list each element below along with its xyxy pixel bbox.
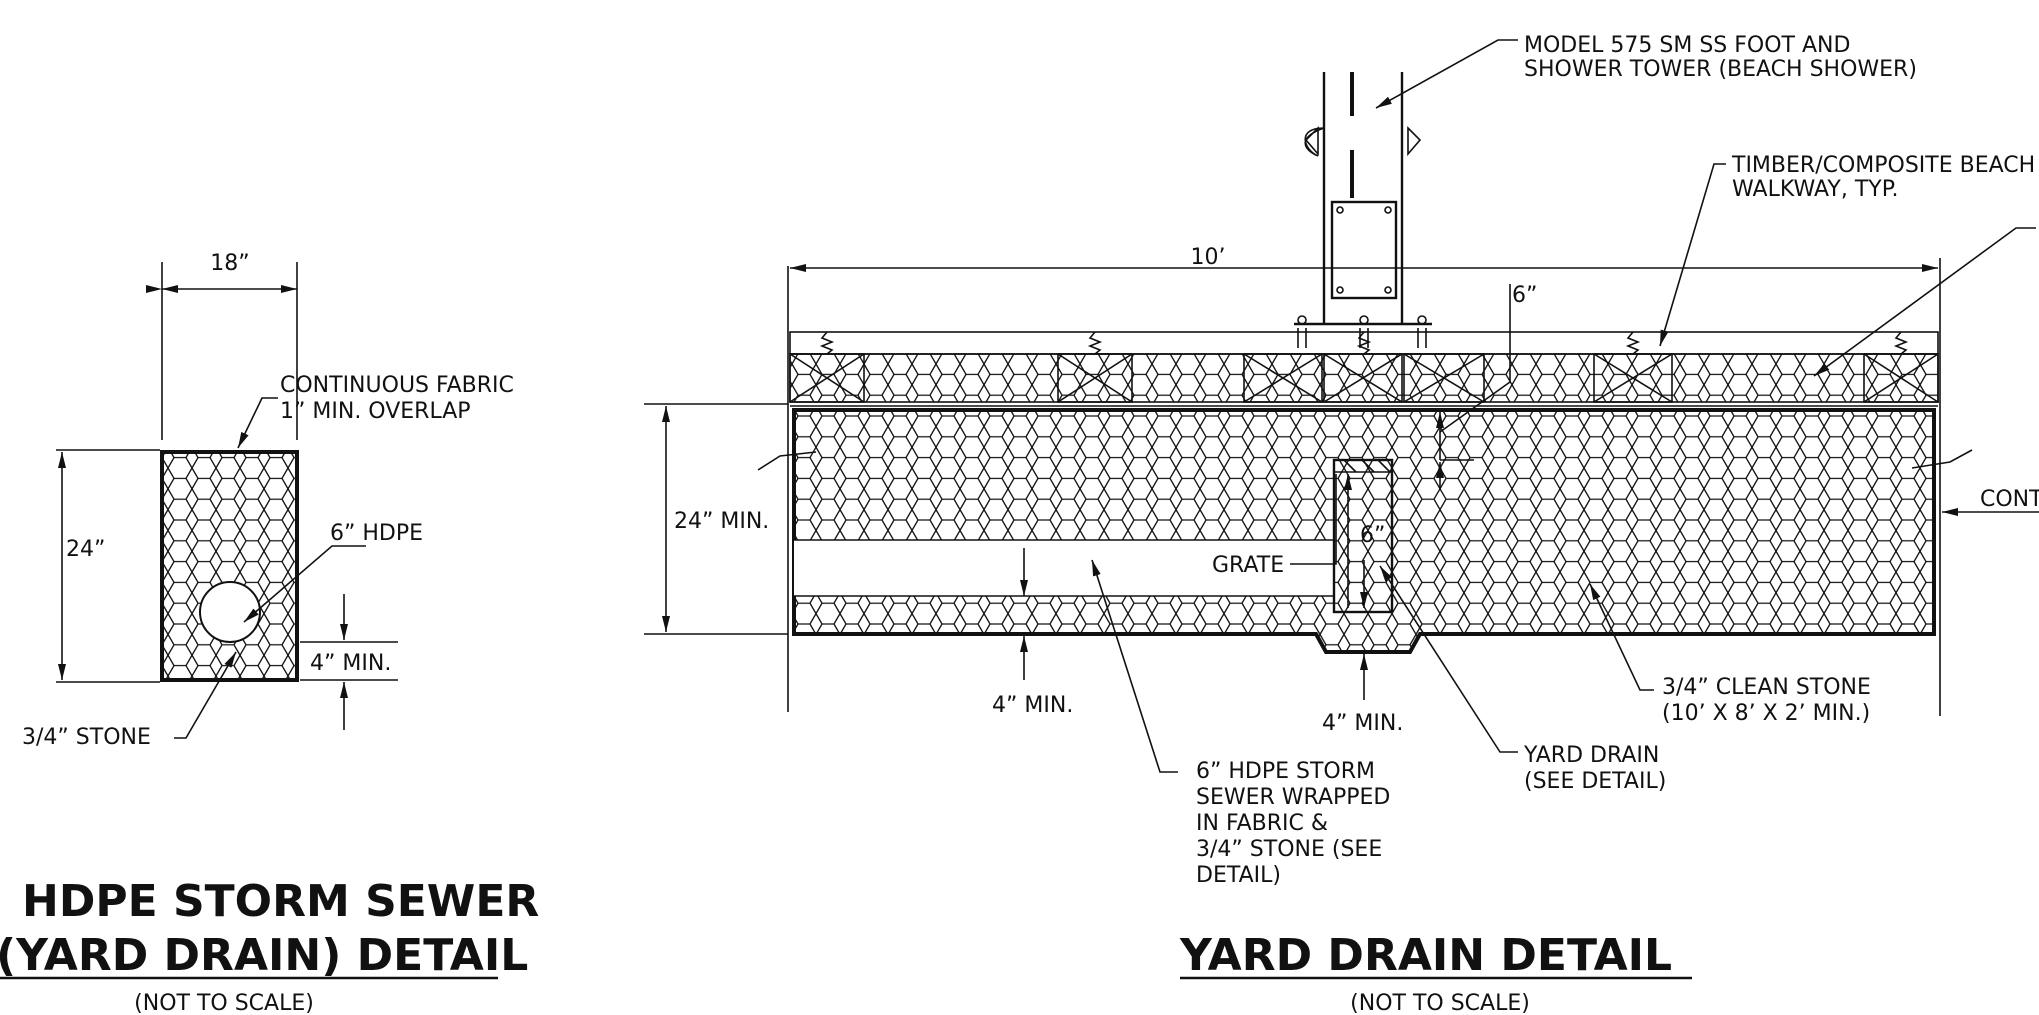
timber-walkway xyxy=(789,331,1939,403)
grate-callout: GRATE xyxy=(1212,474,1337,578)
sewer-label-line3: IN FABRIC & xyxy=(1196,811,1328,836)
drain-callout: YARD DRAIN (SEE DETAIL) xyxy=(1379,565,1666,794)
dim-width: 18” xyxy=(146,251,298,440)
sewer-label-line4: 3/4” STONE (SEE xyxy=(1196,837,1382,862)
left-title-line2: (YARD DRAIN) DETAIL xyxy=(0,930,528,981)
drain-label-line1: YARD DRAIN xyxy=(1523,743,1659,768)
fabric-wrap xyxy=(160,450,299,682)
cont-callout: CONT xyxy=(1942,487,2039,516)
min-cover-label: 4” MIN. xyxy=(310,651,391,676)
dim-six-top: 6” xyxy=(1436,283,1537,490)
sewer-label-line1: 6” HDPE STORM xyxy=(1196,759,1375,784)
left-title-line1: HDPE STORM SEWER xyxy=(22,876,539,927)
walkway-joists xyxy=(789,353,1939,403)
grate-label: GRATE xyxy=(1212,553,1284,578)
hdpe-pipe xyxy=(199,581,261,643)
dim-min-mid: 4” MIN. xyxy=(1322,654,1403,736)
yard-drain-detail: MODEL 575 SM SS FOOT AND SHOWER TOWER (B… xyxy=(644,33,2039,1015)
tower-label-line2: SHOWER TOWER (BEACH SHOWER) xyxy=(1524,57,1917,82)
stone-envelope xyxy=(162,452,297,680)
sewer-label-line5: DETAIL) xyxy=(1196,863,1281,888)
fabric-callout: CONTINUOUS FABRIC 1” MIN. OVERLAP xyxy=(237,373,514,449)
left-scale-note: (NOT TO SCALE) xyxy=(134,991,314,1015)
sewer-callout: 6” HDPE STORM SEWER WRAPPED IN FABRIC & … xyxy=(1091,559,1390,888)
dim-min-cover: 4” MIN. xyxy=(300,594,398,730)
dim-length-label: 10’ xyxy=(1191,245,1226,270)
dim-min-left: 4” MIN. xyxy=(992,548,1073,718)
dim-height: 24” xyxy=(56,449,160,683)
cont-label: CONT xyxy=(1980,487,2039,512)
pipe-label: 6” HDPE xyxy=(330,521,423,546)
stone-bed-callout: 3/4” CLEAN STONE (10’ X 8’ X 2’ MIN.) xyxy=(1589,583,1871,726)
min-mid-label: 4” MIN. xyxy=(1322,711,1403,736)
fabric-label-line2: 1” MIN. OVERLAP xyxy=(280,399,471,424)
stone-label: 3/4” STONE xyxy=(22,725,151,750)
shower-tower xyxy=(1294,72,1432,348)
storm-sewer-pipe xyxy=(794,540,1334,596)
dim-depth: 24” MIN. xyxy=(644,403,788,635)
dim-height-label: 24” xyxy=(66,537,105,562)
walkway-label-line1: TIMBER/COMPOSITE BEACH xyxy=(1731,153,2035,178)
right-title: YARD DRAIN DETAIL xyxy=(1179,930,1672,981)
stone-bed-label-line1: 3/4” CLEAN STONE xyxy=(1662,675,1871,700)
fabric-label-line1: CONTINUOUS FABRIC xyxy=(280,373,514,398)
tower-callout: MODEL 575 SM SS FOOT AND SHOWER TOWER (B… xyxy=(1375,33,1917,109)
tower-label-line1: MODEL 575 SM SS FOOT AND xyxy=(1524,33,1850,58)
walkway-label-line2: WALKWAY, TYP. xyxy=(1732,177,1899,202)
min-left-label: 4” MIN. xyxy=(992,693,1073,718)
dim-width-label: 18” xyxy=(210,251,249,276)
stone-callout: 3/4” STONE xyxy=(22,651,237,750)
walkway-callout: TIMBER/COMPOSITE BEACH WALKWAY, TYP. xyxy=(1659,153,2036,377)
dim-length: 10’ xyxy=(787,245,1941,716)
dim-six-grate: 6” xyxy=(1344,474,1385,608)
shower-control-box xyxy=(1330,200,1398,300)
stone-bed-label-line2: (10’ X 8’ X 2’ MIN.) xyxy=(1662,701,1870,726)
pipe-callout: 6” HDPE xyxy=(243,521,423,623)
sewer-label-line2: SEWER WRAPPED xyxy=(1196,785,1390,810)
hdpe-storm-sewer-detail: 18” 24” CONTINUOUS FABRIC 1” MIN. OVERLA… xyxy=(0,251,539,1015)
clean-stone-bed xyxy=(790,405,1938,654)
dim-six-grate-label: 6” xyxy=(1360,523,1385,548)
drain-label-line2: (SEE DETAIL) xyxy=(1524,769,1666,794)
dim-depth-label: 24” MIN. xyxy=(674,509,769,534)
right-scale-note: (NOT TO SCALE) xyxy=(1350,991,1530,1015)
dim-six-top-label: 6” xyxy=(1512,283,1537,308)
